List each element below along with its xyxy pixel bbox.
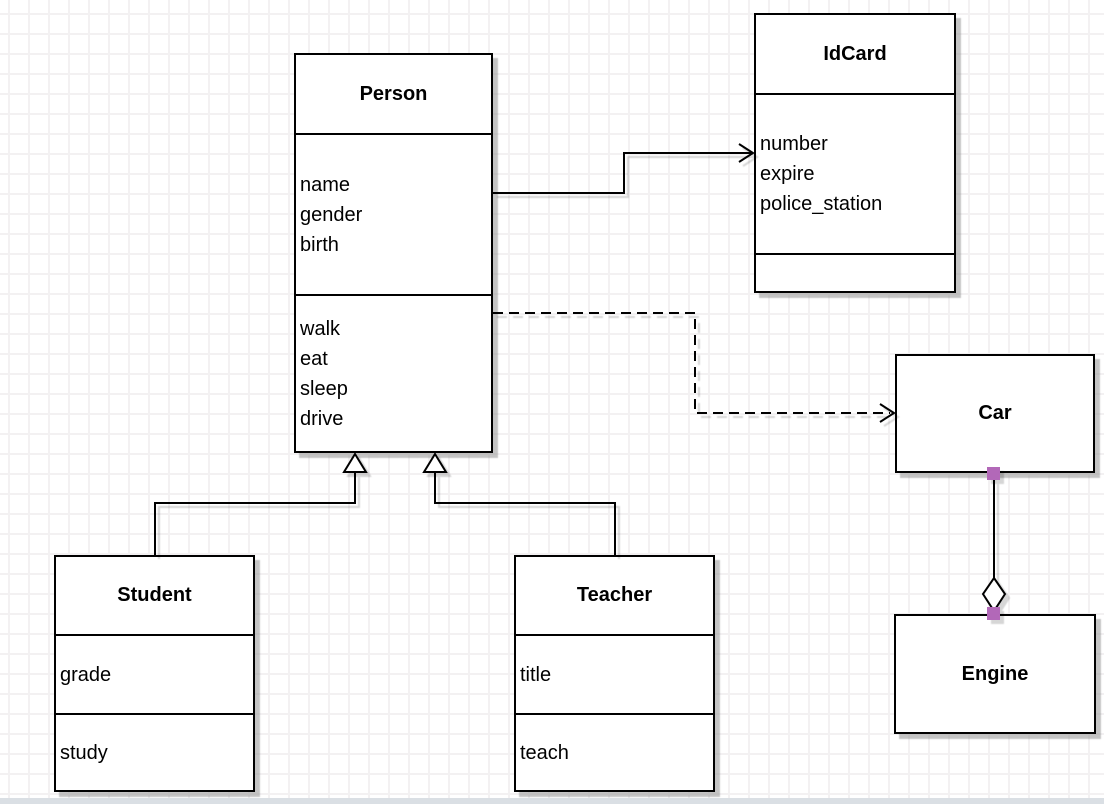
- attribute: name: [300, 173, 351, 196]
- connector-dependency-person-car[interactable]: [493, 312, 896, 423]
- method: walk: [300, 317, 341, 340]
- class-car-title: Car: [978, 402, 1012, 424]
- open-arrowhead-icon: [738, 143, 755, 163]
- hollow-triangle-icon: [342, 452, 368, 473]
- open-arrowhead-icon: [879, 403, 896, 423]
- class-student-title: Student: [117, 584, 192, 606]
- connector-generalization-student-person[interactable]: [154, 452, 368, 555]
- class-engine-title: Engine: [961, 662, 1029, 685]
- connector-line[interactable]: [434, 472, 616, 555]
- class-engine[interactable]: Engine: [894, 614, 1096, 734]
- class-teacher-methods: teach: [516, 713, 713, 790]
- class-student-methods: study: [56, 713, 253, 790]
- horizontal-scrollbar-track[interactable]: [0, 798, 1104, 804]
- method: teach: [520, 741, 569, 764]
- attribute: gender: [300, 203, 363, 226]
- method: drive: [300, 407, 344, 430]
- attribute: expire: [760, 163, 815, 185]
- method: eat: [300, 347, 328, 370]
- class-person-title: Person: [359, 82, 428, 105]
- class-person[interactable]: Person name gender birth walk eat sleep …: [294, 53, 493, 453]
- hollow-diamond-icon: [981, 576, 1007, 613]
- attribute: grade: [60, 663, 112, 686]
- hollow-triangle-icon: [422, 452, 448, 473]
- class-idcard-methods-empty: [756, 253, 954, 291]
- attribute: number: [760, 133, 828, 155]
- attribute: police_station: [760, 193, 883, 215]
- attribute: birth: [300, 233, 339, 256]
- class-person-attributes: name gender birth: [296, 133, 491, 294]
- connector-line[interactable]: [493, 312, 890, 414]
- class-car[interactable]: Car: [895, 354, 1095, 473]
- class-idcard-attributes: number expire police_station: [756, 93, 954, 253]
- method: sleep: [300, 377, 348, 400]
- class-teacher-title: Teacher: [576, 584, 653, 606]
- class-idcard-title: IdCard: [823, 42, 887, 65]
- class-teacher[interactable]: Teacher title teach: [514, 555, 715, 792]
- class-student[interactable]: Student grade study: [54, 555, 255, 792]
- method: study: [60, 741, 108, 764]
- class-idcard[interactable]: IdCard number expire police_station: [754, 13, 956, 293]
- connector-aggregation-car-engine[interactable]: [981, 467, 1007, 620]
- class-person-methods: walk eat sleep drive: [296, 294, 491, 451]
- class-student-attributes: grade: [56, 634, 253, 713]
- connector-line[interactable]: [493, 152, 751, 194]
- connector-line[interactable]: [154, 472, 356, 555]
- attribute: title: [520, 663, 552, 686]
- class-teacher-attributes: title: [516, 634, 713, 713]
- connector-generalization-teacher-person[interactable]: [422, 452, 616, 555]
- connector-association-person-idcard[interactable]: [493, 143, 755, 194]
